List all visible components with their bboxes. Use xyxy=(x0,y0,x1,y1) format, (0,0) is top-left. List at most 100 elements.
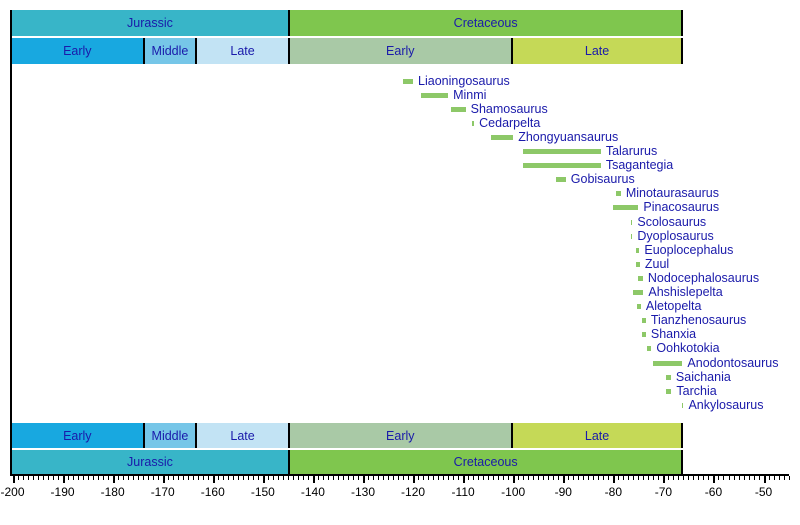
taxon-label-dyoplosaurus[interactable]: Dyoplosaurus xyxy=(637,228,714,243)
axis-minor-tick xyxy=(182,476,184,480)
taxon-range-bar-zhongyuansaurus xyxy=(490,134,514,140)
axis-minor-tick xyxy=(568,476,570,480)
taxon-label-minmi[interactable]: Minmi xyxy=(453,87,487,102)
taxon-label-anodontosaurus[interactable]: Anodontosaurus xyxy=(687,355,779,370)
left-axis-spine xyxy=(10,10,12,476)
taxon-label-liaoningosaurus[interactable]: Liaoningosaurus xyxy=(418,73,510,88)
axis-minor-tick xyxy=(282,476,284,480)
taxon-label-ankylosaurus[interactable]: Ankylosaurus xyxy=(688,397,764,412)
axis-tick-label: -160 xyxy=(200,485,225,499)
axis-minor-tick xyxy=(17,476,19,480)
axis-major-tick xyxy=(262,476,265,483)
axis-minor-tick xyxy=(533,476,535,480)
axis-minor-tick xyxy=(67,476,69,480)
axis-minor-tick xyxy=(307,476,309,480)
axis-major-tick xyxy=(312,476,315,483)
axis-minor-tick xyxy=(403,476,405,480)
bottom-period-label-cretaceous[interactable]: Cretaceous xyxy=(453,455,518,469)
axis-minor-tick xyxy=(433,476,435,480)
bottom-epoch-label-late[interactable]: Late xyxy=(584,428,610,443)
bottom-epoch-label-early[interactable]: Early xyxy=(63,428,92,443)
axis-minor-tick xyxy=(473,476,475,480)
taxon-label-zuul[interactable]: Zuul xyxy=(644,256,670,271)
taxon-label-euoplocephalus[interactable]: Euoplocephalus xyxy=(644,242,734,257)
bottom-epoch-label-early[interactable]: Early xyxy=(386,428,415,443)
taxon-range-bar-oohkotokia xyxy=(646,346,652,352)
axis-minor-tick xyxy=(42,476,44,480)
axis-tick-label: -100 xyxy=(501,485,526,499)
taxon-label-talarurus[interactable]: Talarurus xyxy=(605,144,658,158)
taxon-range-bar-liaoningosaurus xyxy=(403,78,414,84)
axis-minor-tick xyxy=(192,476,194,480)
axis-minor-tick xyxy=(493,476,495,480)
top-epoch-label-early[interactable]: Early xyxy=(386,44,415,58)
taxon-range-bar-dyoplosaurus xyxy=(630,233,633,239)
axis-minor-tick xyxy=(302,476,304,480)
axis-minor-tick xyxy=(167,476,169,480)
taxon-range-bar-pinacosaurus xyxy=(613,205,639,211)
axis-minor-tick xyxy=(217,476,219,480)
axis-minor-tick xyxy=(97,476,99,480)
taxon-label-shamosaurus[interactable]: Shamosaurus xyxy=(470,101,548,116)
time-axis-line xyxy=(10,474,789,476)
taxon-label-nodocephalosaurus[interactable]: Nodocephalosaurus xyxy=(647,270,760,285)
top-epoch-segment-middle: Middle xyxy=(142,38,196,64)
top-epoch-label-late[interactable]: Late xyxy=(584,44,610,58)
axis-major-tick xyxy=(513,476,516,483)
taxon-range-bar-tarchia xyxy=(665,388,672,394)
axis-minor-tick xyxy=(232,476,234,480)
taxon-label-tianzhenosaurus[interactable]: Tianzhenosaurus xyxy=(650,313,747,328)
bottom-epoch-label-middle[interactable]: Middle xyxy=(151,428,189,443)
axis-minor-tick xyxy=(523,476,525,480)
top-period-label-jurassic[interactable]: Jurassic xyxy=(127,16,173,30)
taxon-label-scolosaurus[interactable]: Scolosaurus xyxy=(637,214,707,229)
axis-minor-tick xyxy=(778,476,780,480)
taxon-label-zhongyuansaurus[interactable]: Zhongyuansaurus xyxy=(518,129,619,144)
axis-major-tick xyxy=(563,476,566,483)
axis-tick-label: -120 xyxy=(401,485,426,499)
taxon-label-gobisaurus[interactable]: Gobisaurus xyxy=(570,172,635,187)
axis-minor-tick xyxy=(558,476,560,480)
taxon-label-oohkotokia[interactable]: Oohkotokia xyxy=(656,341,720,356)
axis-minor-tick xyxy=(583,476,585,480)
axis-minor-tick xyxy=(77,476,79,480)
axis-minor-tick xyxy=(322,476,324,480)
axis-minor-tick xyxy=(132,476,134,480)
top-epoch-label-late[interactable]: Late xyxy=(230,44,255,58)
bottom-period-label-jurassic[interactable]: Jurassic xyxy=(127,455,173,469)
taxon-label-saichania[interactable]: Saichania xyxy=(675,369,731,384)
axis-major-tick xyxy=(162,476,165,483)
axis-minor-tick xyxy=(117,476,119,480)
axis-major-tick xyxy=(62,476,65,483)
axis-minor-tick xyxy=(398,476,400,480)
taxon-label-tsagantegia[interactable]: Tsagantegia xyxy=(605,158,674,173)
axis-tick-label: -70 xyxy=(654,485,673,499)
top-epoch-segment-late: Late xyxy=(510,38,684,64)
axis-minor-tick xyxy=(237,476,239,480)
taxon-label-minotaurasaurus[interactable]: Minotaurasaurus xyxy=(625,186,719,201)
top-epoch-label-middle[interactable]: Middle xyxy=(151,44,189,58)
axis-tick-label: -190 xyxy=(50,485,75,499)
axis-minor-tick xyxy=(373,476,374,480)
taxon-label-ahshislepelta[interactable]: Ahshislepelta xyxy=(648,285,723,299)
axis-major-tick xyxy=(613,476,616,483)
taxon-range-bar-shamosaurus xyxy=(450,106,466,112)
axis-minor-tick xyxy=(292,476,294,480)
taxon-label-aletopelta[interactable]: Aletopelta xyxy=(645,299,702,314)
taxon-label-pinacosaurus[interactable]: Pinacosaurus xyxy=(643,200,720,215)
bottom-epoch-label-late[interactable]: Late xyxy=(230,428,255,443)
taxon-range-bar-anodontosaurus xyxy=(653,360,683,366)
axis-minor-tick xyxy=(267,476,269,480)
top-period-label-cretaceous[interactable]: Cretaceous xyxy=(453,16,518,30)
axis-minor-tick xyxy=(653,476,655,480)
axis-minor-tick xyxy=(548,476,550,480)
taxon-label-shanxia[interactable]: Shanxia xyxy=(650,327,697,342)
axis-minor-tick xyxy=(32,476,34,480)
axis-tick-label: -170 xyxy=(150,485,175,499)
taxon-label-tarchia[interactable]: Tarchia xyxy=(676,383,717,398)
top-epoch-label-early[interactable]: Early xyxy=(63,44,92,58)
bottom-epoch-segment-early: Early xyxy=(287,423,511,448)
taxon-label-cedarpelta[interactable]: Cedarpelta xyxy=(479,115,541,130)
axis-minor-tick xyxy=(287,476,289,480)
